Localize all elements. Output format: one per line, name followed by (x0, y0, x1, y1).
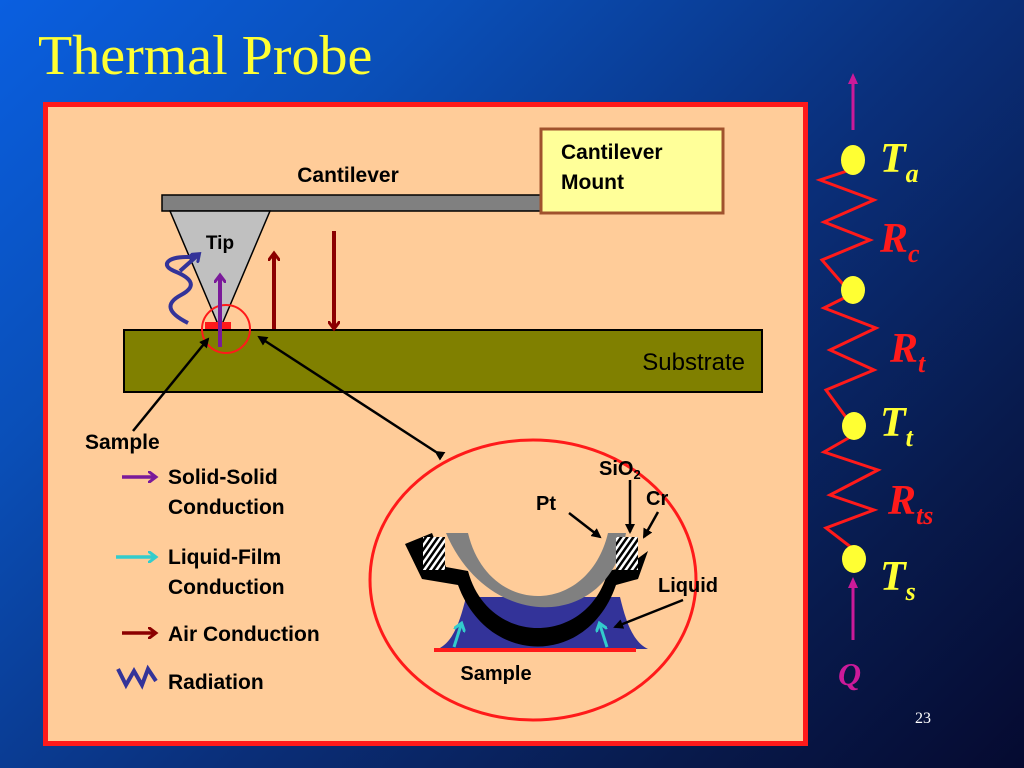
legend-item-1-line2: Conduction (168, 496, 285, 519)
liquid-pointer (613, 598, 684, 629)
sio2-right (616, 537, 638, 570)
liquid-film-arrow-left (452, 625, 461, 648)
label-q: Q (838, 656, 861, 692)
sio2-left (423, 537, 445, 570)
cr-label: Cr (646, 488, 668, 510)
legend-icon-radiation (116, 664, 158, 690)
label-tt: Tt (880, 400, 914, 452)
pt-label: Pt (536, 493, 556, 515)
cantilever-label: Cantilever (297, 164, 399, 187)
node-ts (842, 545, 866, 573)
thermal-circuit: Ta Rc Rt Tt Rts Ts Q (815, 73, 933, 692)
slide-title: Thermal Probe (38, 25, 373, 87)
resistor-rts (820, 434, 882, 550)
node-ta (841, 145, 865, 175)
contact-highlight-circle (201, 304, 251, 354)
label-ts: Ts (880, 554, 916, 606)
legend-item-3-line1: Air Conduction (168, 623, 320, 646)
cantilever-mount (539, 127, 725, 215)
cantilever-mount-label-2: Mount (561, 171, 624, 194)
label-rt: Rt (889, 326, 926, 378)
probe-tip (168, 210, 272, 331)
legend-item-4-line1: Radiation (168, 671, 264, 694)
legend-item-2-line1: Liquid-Film (168, 546, 281, 569)
label-rts: Rts (887, 478, 933, 530)
tip-cross-section (405, 533, 648, 652)
sio2-label: SiO2 (599, 458, 641, 482)
node-mid (841, 276, 865, 304)
liquid-film-arrow-right (600, 625, 609, 648)
pt-pointer (568, 512, 602, 539)
tip-label: Tip (206, 233, 234, 254)
cantilever-beam (161, 194, 548, 212)
detail-ellipse (368, 438, 698, 722)
legend: Solid-Solid Conduction Liquid-Film Condu… (116, 466, 320, 694)
cr-layer (405, 533, 648, 647)
sample-label: Sample (85, 431, 160, 454)
thermal-probe-diagram: Cantilever Cantilever Mount Tip Substrat… (85, 127, 763, 722)
slide-number: 23 (915, 710, 931, 727)
cantilever-mount-label-1: Cantilever (561, 141, 663, 164)
label-ta: Ta (880, 136, 919, 188)
resistor-rc (815, 168, 878, 291)
detail-pointer-arrow (257, 335, 446, 461)
liquid-label: Liquid (658, 575, 718, 597)
cr-pointer (642, 511, 660, 539)
diagram-panel: Cantilever Cantilever Mount Tip Substrat… (43, 102, 808, 746)
substrate-label: Substrate (642, 349, 745, 376)
legend-item-1-line1: Solid-Solid (168, 466, 278, 489)
detail-sample-label: Sample (460, 663, 531, 685)
label-rc: Rc (879, 216, 920, 268)
pt-layer (446, 533, 626, 608)
sample-pointer-arrow (132, 337, 210, 432)
resistor-rt (820, 293, 880, 421)
radiation-arrow-head (178, 255, 198, 273)
node-tt (842, 412, 866, 440)
radiation-wave (164, 255, 196, 325)
legend-item-2-line2: Conduction (168, 576, 285, 599)
